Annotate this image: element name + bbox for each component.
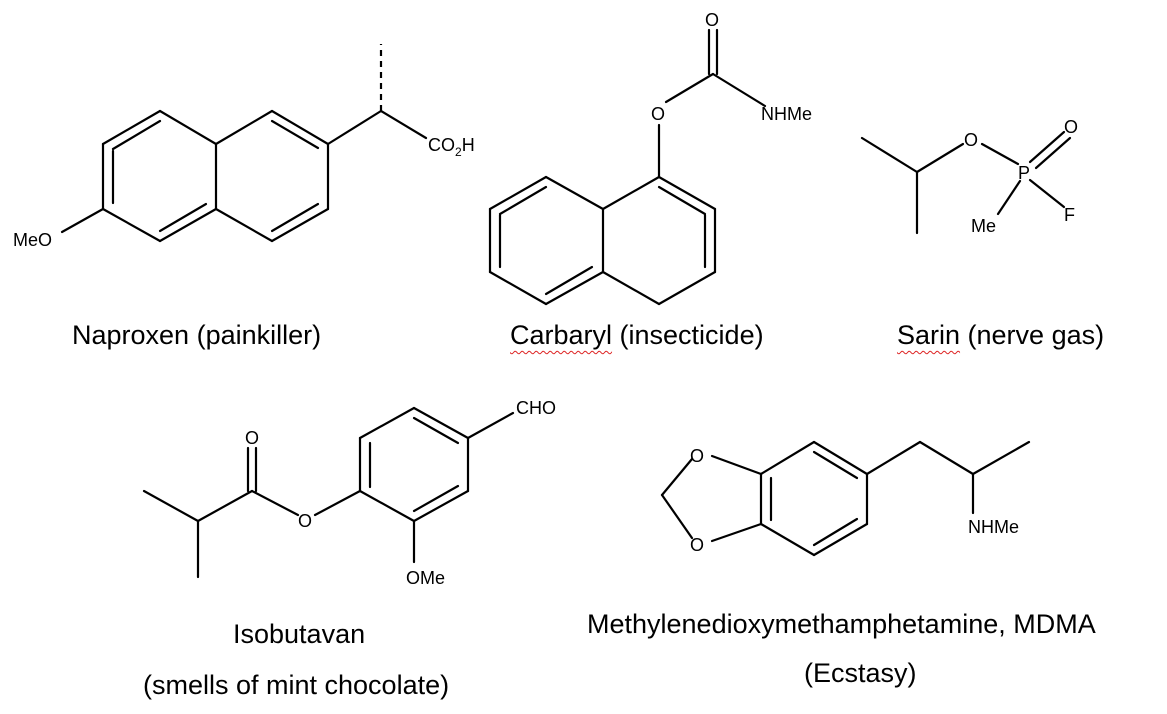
mdma-top-o-label: O — [690, 446, 704, 466]
sarin-caption-rest: (nerve gas) — [960, 320, 1105, 350]
mdma-caption-line2: (Ecstasy) — [804, 658, 917, 688]
mdma-structure: O O NHMe — [660, 440, 1031, 557]
carbaryl-structure: O O NHMe — [488, 10, 812, 306]
sarin-structure: O O P Me F — [860, 117, 1078, 236]
isobutavan-structure: O O CHO OMe — [142, 398, 556, 588]
carbaryl-nhme-label: NHMe — [761, 104, 812, 124]
sarin-caption-name: Sarin — [897, 320, 961, 350]
sarin-me-label: Me — [971, 216, 996, 236]
mdma-bonds — [660, 440, 1031, 557]
isobutavan-caption-line2: (smells of mint chocolate) — [143, 670, 450, 700]
naproxen-caption: Naproxen (painkiller) — [72, 320, 322, 350]
sarin-f-label: F — [1064, 205, 1075, 225]
carbaryl-caption: Carbaryl (insecticide) — [510, 320, 764, 351]
isobutavan-bonds — [142, 406, 515, 579]
mdma-caption-line1: Methylenedioxymethamphetamine, MDMA — [587, 609, 1096, 639]
mdma-nhme-label: NHMe — [968, 517, 1019, 537]
isobutavan-carbonyl-o-label: O — [245, 428, 259, 448]
carbaryl-carbonyl-o-label: O — [705, 10, 719, 30]
isobutavan-caption-line1: Isobutavan — [233, 619, 366, 649]
mdma-bottom-o-label: O — [690, 535, 704, 555]
naproxen-structure: MeO CO2H — [13, 44, 475, 250]
isobutavan-ome-label: OMe — [406, 568, 445, 588]
carbaryl-caption-name: Carbaryl — [510, 320, 613, 350]
sarin-ester-o-label: O — [964, 130, 978, 150]
naproxen-meo-label: MeO — [13, 230, 52, 250]
carbaryl-caption-rest: (insecticide) — [612, 320, 764, 350]
sarin-double-o-label: O — [1064, 117, 1078, 137]
naproxen-bonds — [60, 44, 428, 243]
carbaryl-ester-o-label: O — [651, 104, 665, 124]
isobutavan-ester-o-label: O — [298, 511, 312, 531]
isobutavan-cho-label: CHO — [516, 398, 556, 418]
naproxen-co2h-label: CO2H — [428, 135, 475, 159]
sarin-caption: Sarin (nerve gas) — [897, 320, 1104, 351]
sarin-p-label: P — [1018, 163, 1030, 183]
carbaryl-bonds — [488, 28, 767, 306]
sarin-bonds — [860, 130, 1072, 235]
